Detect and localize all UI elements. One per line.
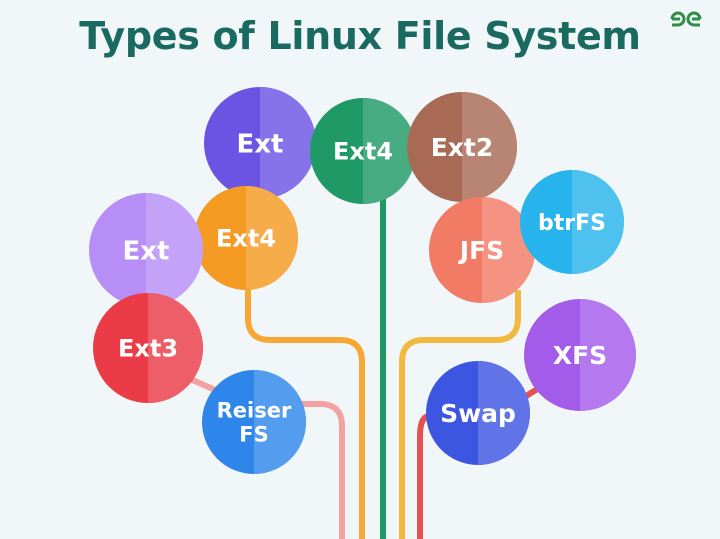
node-label-line: Reiser [217,398,292,422]
node-label-line: JFS [458,236,504,265]
node-circle-highlight [478,361,530,465]
node-xfs: XFS [524,299,636,411]
branch-swap-trunk [417,413,431,539]
node-ext3: Ext3 [93,293,203,403]
node-label: Ext3 [118,335,178,363]
node-label-line: FS [239,423,268,447]
node-swap: Swap [426,361,530,465]
node-label-line: Ext2 [431,133,494,162]
node-label: XFS [553,341,607,370]
node-ext4-left: Ext4 [194,186,298,290]
node-label: Ext [237,129,284,159]
node-circle-highlight [363,98,416,204]
node-label-line: Ext [123,236,170,266]
node-circle-highlight [462,92,517,202]
node-label-line: btrFS [538,211,606,236]
node-label-line: XFS [553,341,607,370]
node-label: JFS [458,236,504,265]
diagram-title: Types of Linux File System [79,14,641,58]
node-label-line: Swap [440,399,516,428]
node-ext2: Ext2 [407,92,517,202]
node-label: btrFS [538,211,606,236]
node-label-line: Ext [237,129,284,159]
node-ext4-center: Ext4 [310,98,416,204]
node-label: Ext4 [216,225,276,253]
node-btrfs: btrFS [520,170,624,274]
node-circle-highlight [254,370,306,474]
branch-ext4-left-trunk [245,280,365,539]
node-circle-highlight [146,193,203,307]
node-label: Ext [123,236,170,266]
node-label: Ext4 [333,138,393,166]
node-circle-highlight [580,299,636,411]
geeksforgeeks-logo-icon [670,11,702,27]
node-jfs: JFS [429,197,535,303]
node-label-line: Ext4 [216,225,276,253]
node-label: Ext2 [431,133,494,162]
node-label-line: Ext3 [118,335,178,363]
node-circle-highlight [572,170,624,274]
node-label: Swap [440,399,516,428]
node-circle-highlight [260,87,316,199]
node-circle-highlight [148,293,203,403]
node-ext-left: Ext [89,193,203,307]
node-label-line: Ext4 [333,138,393,166]
branch-jfs-trunk [399,290,521,539]
branch-reiser-trunk [300,401,345,539]
node-circle-highlight [246,186,298,290]
node-ext-top: Ext [204,87,316,199]
